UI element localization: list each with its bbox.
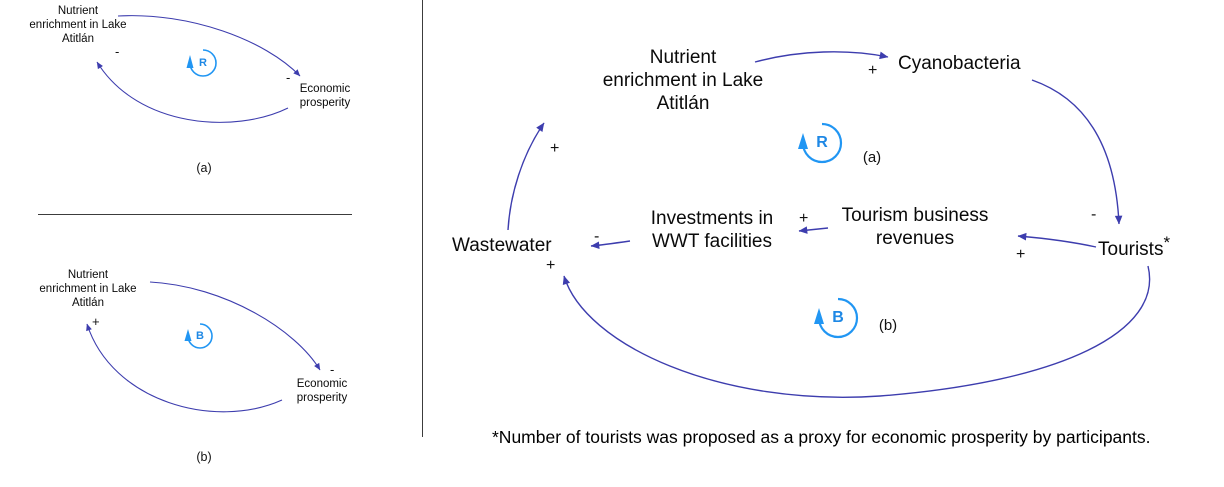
loop-r-label-small: R: [199, 57, 207, 69]
arrow-investments-to-wastewater: [590, 240, 631, 250]
arrow-b-economic-to-nutrient: [86, 323, 283, 413]
loop-r-label: R: [816, 134, 828, 151]
vertical-divider: [422, 0, 423, 437]
caption-a-right: (a): [862, 149, 882, 166]
arrow-revenues-to-investments: [798, 226, 829, 234]
polarity-sign-cyano-tourists: -: [1091, 206, 1097, 223]
arrow-tourists-to-wastewater: [562, 265, 1151, 398]
loop-b-icon-small: [187, 323, 213, 349]
horizontal-divider: [38, 214, 352, 215]
arrow-b-nutrient-to-economic: [149, 281, 321, 371]
loop-b-label: B: [832, 309, 844, 326]
node-tourists: Tourists*: [1098, 233, 1170, 261]
caption-a-left: (a): [196, 161, 212, 175]
arrow-a-nutrient-to-economic: [117, 15, 301, 77]
loop-r-icon-small: [189, 49, 217, 77]
polarity-sign-nutrient-cyano: +: [868, 62, 878, 79]
caption-b-right: (b): [878, 317, 898, 334]
arrow-wastewater-to-nutrient: [507, 122, 545, 231]
arrow-tourists-to-revenues: [1017, 232, 1097, 248]
polarity-sign-revenues-investments: +: [799, 210, 809, 227]
polarity-sign-b-to-economic: -: [330, 362, 335, 377]
node-wastewater: Wastewater: [452, 235, 552, 256]
loop-b-icon-arrowhead: [814, 308, 824, 324]
polarity-sign-a-to-economic: -: [286, 70, 291, 85]
node-economic-prosperity-a: Economic prosperity: [299, 83, 351, 109]
polarity-sign-wastewater-nutrient: +: [550, 140, 560, 157]
loop-r-icon-arrowhead: [798, 133, 808, 149]
node-economic-prosperity-b: Economic prosperity: [296, 378, 348, 404]
node-nutrient-enrichment-b: Nutrient enrichment in Lake Atitlán: [39, 269, 137, 309]
footnote: *Number of tourists was proposed as a pr…: [492, 427, 1151, 447]
node-nutrient-enrichment: Nutrient enrichment in Lake Atitlán: [602, 47, 764, 114]
caption-b-left: (b): [196, 450, 212, 464]
loop-b-icon: [817, 297, 859, 339]
loop-r-icon: [801, 122, 843, 164]
loop-r-icon-small-arrowhead: [186, 55, 194, 68]
polarity-sign-b-to-nutrient: +: [92, 314, 100, 329]
node-investments-wwt: Investments in WWT facilities: [650, 208, 774, 252]
loop-b-icon-small-arrowhead: [184, 329, 192, 341]
node-tourism-revenues: Tourism business revenues: [841, 205, 989, 249]
arrow-cyanobacteria-to-tourists: [1031, 79, 1123, 225]
node-tourists-label: Tourists: [1098, 239, 1164, 260]
polarity-sign-a-to-nutrient: -: [115, 44, 120, 59]
polarity-sign-tourists-wastewater: +: [546, 257, 556, 274]
loop-b-label-small: B: [196, 330, 204, 342]
tourists-asterisk: *: [1163, 233, 1171, 252]
arrow-nutrient-to-cyanobacteria: [754, 51, 889, 63]
node-cyanobacteria: Cyanobacteria: [898, 53, 1021, 74]
polarity-sign-investments-wastewater: -: [594, 228, 600, 245]
polarity-sign-tourists-revenues: +: [1016, 246, 1026, 263]
node-nutrient-enrichment-a: Nutrient enrichment in Lake Atitlán: [29, 5, 127, 45]
arrow-a-economic-to-nutrient: [96, 61, 289, 123]
